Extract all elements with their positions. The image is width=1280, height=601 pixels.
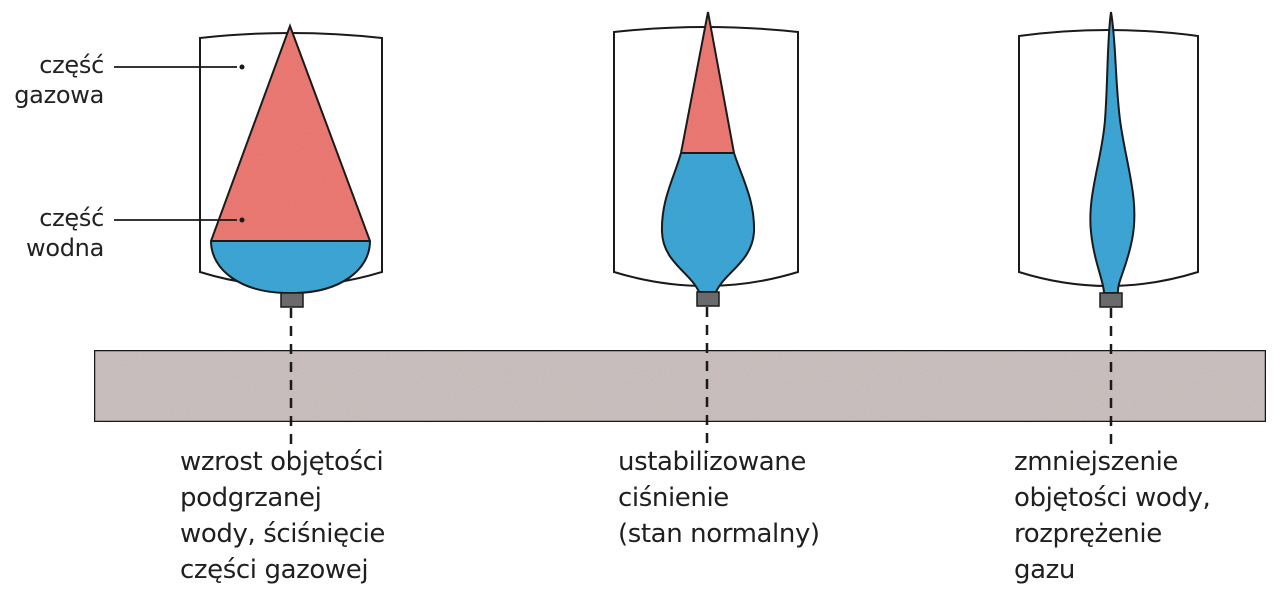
caption-line: podgrzanej [180,483,322,513]
vessel-outline [613,26,799,287]
caption-line: gazu [1014,555,1075,585]
water-part [1090,12,1135,293]
caption-line: ustabilizowane [618,447,806,477]
label-gas-part-line-2: gazowa [14,81,104,109]
leader-dot-water [239,217,245,223]
vessel-connector [280,292,304,308]
vessel-connector [696,291,720,307]
gas-part [211,26,370,241]
vessel-normal [613,11,799,452]
caption-line: ciśnienie [618,483,729,513]
caption-normal: ustabilizowane ciśnienie (stan normalny) [618,444,820,552]
pipe-bar [92,348,1268,424]
vessel-connector [1099,292,1123,308]
caption-line: rozprężenie [1014,519,1162,549]
label-gas-part-line-1: część [39,51,104,79]
caption-line: objętości wody, [1014,483,1211,513]
gas-part [681,12,734,153]
water-part [211,241,370,293]
label-water-part: część wodna [8,203,104,263]
water-part [661,153,755,292]
caption-line: wody, ściśnięcie [180,519,386,549]
vessel-outline [1018,29,1199,287]
caption-line: części gazowej [180,555,369,585]
vessel-contraction [1018,11,1199,452]
vessel-expansion [114,23,383,452]
caption-line: (stan normalny) [618,519,820,549]
label-water-part-line-1: część [39,204,104,232]
label-gas-part: część gazowa [8,50,104,110]
leader-dot-gas [239,64,245,70]
caption-line: zmniejszenie [1014,447,1178,477]
caption-line: wzrost objętości [180,447,384,477]
caption-expansion: wzrost objętości podgrzanej wody, ściśni… [180,444,385,588]
caption-contraction: zmniejszenie objętości wody, rozprężenie… [1014,444,1211,588]
label-water-part-line-2: wodna [26,234,104,262]
